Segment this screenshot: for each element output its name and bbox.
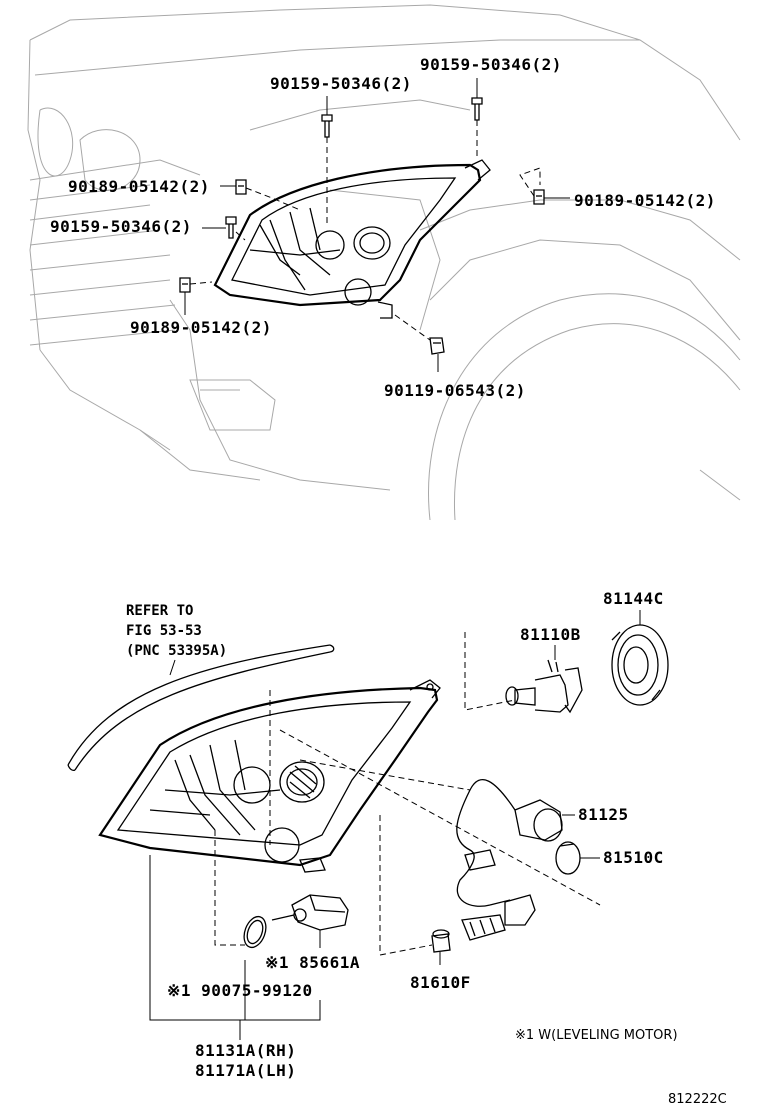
callout-screw-left: 90159-50346(2) bbox=[50, 217, 192, 236]
headlamp-bulb bbox=[505, 659, 583, 714]
leveling-motor bbox=[271, 894, 349, 931]
lower-callout-labels: REFER TO FIG 53-53 (PNC 53395A) 81144C 8… bbox=[126, 589, 664, 1080]
callout-side-bulb: 81510C bbox=[603, 848, 664, 867]
screw-icon bbox=[225, 216, 237, 239]
nut-icon bbox=[429, 337, 445, 355]
refer-line-1: REFER TO bbox=[126, 603, 193, 619]
callout-leveling-motor: ※1 85661A bbox=[265, 953, 360, 972]
callout-clip-lower-left: 90189-05142(2) bbox=[130, 318, 272, 337]
wedge-socket bbox=[461, 914, 506, 941]
callout-nut-bottom: 90119-06543(2) bbox=[384, 381, 526, 400]
upper-callout-labels: 90159-50346(2) 90159-50346(2) 90189-0514… bbox=[50, 55, 716, 400]
callout-socket-cover: 81144C bbox=[603, 589, 664, 608]
upper-leader-lines bbox=[184, 78, 570, 372]
upper-headlamp-unit bbox=[213, 159, 491, 319]
figure-code: 812222C bbox=[668, 1092, 727, 1107]
upper-fasteners bbox=[179, 97, 545, 355]
headlamp-assembly bbox=[98, 679, 441, 873]
callout-screw-top-right: 90159-50346(2) bbox=[420, 55, 562, 74]
trim-strip bbox=[67, 644, 335, 771]
screw-icon bbox=[471, 97, 483, 121]
lower-leader-lines bbox=[149, 610, 641, 1040]
callout-screw-top-center: 90159-50346(2) bbox=[270, 74, 412, 93]
side-bulb bbox=[555, 841, 581, 875]
screw-icon bbox=[321, 114, 333, 138]
callout-headlamp-bulb: 81110B bbox=[520, 625, 581, 644]
clip-icon bbox=[235, 179, 247, 195]
socket-wire-harness bbox=[456, 778, 563, 926]
callout-small-bulb: 81610F bbox=[410, 973, 471, 992]
callout-clip-right: 90189-05142(2) bbox=[574, 191, 716, 210]
callout-socket-wire: 81125 bbox=[578, 805, 629, 824]
callout-o-ring: ※1 90075-99120 bbox=[167, 981, 313, 1000]
callout-assy-lh: 81171A(LH) bbox=[195, 1061, 296, 1080]
refer-line-2: FIG 53-53 bbox=[126, 623, 202, 639]
clip-icon bbox=[533, 189, 545, 205]
small-bulb bbox=[431, 929, 451, 953]
o-ring bbox=[243, 915, 267, 949]
footnote: ※1 W(LEVELING MOTOR) bbox=[515, 1028, 678, 1043]
clip-icon bbox=[179, 277, 191, 293]
socket-cover bbox=[611, 624, 669, 706]
refer-line-3: (PNC 53395A) bbox=[126, 643, 227, 659]
vehicle-body-outline bbox=[27, 4, 741, 521]
callout-assy-rh: 81131A(RH) bbox=[195, 1041, 296, 1060]
callout-clip-upper-left: 90189-05142(2) bbox=[68, 177, 210, 196]
